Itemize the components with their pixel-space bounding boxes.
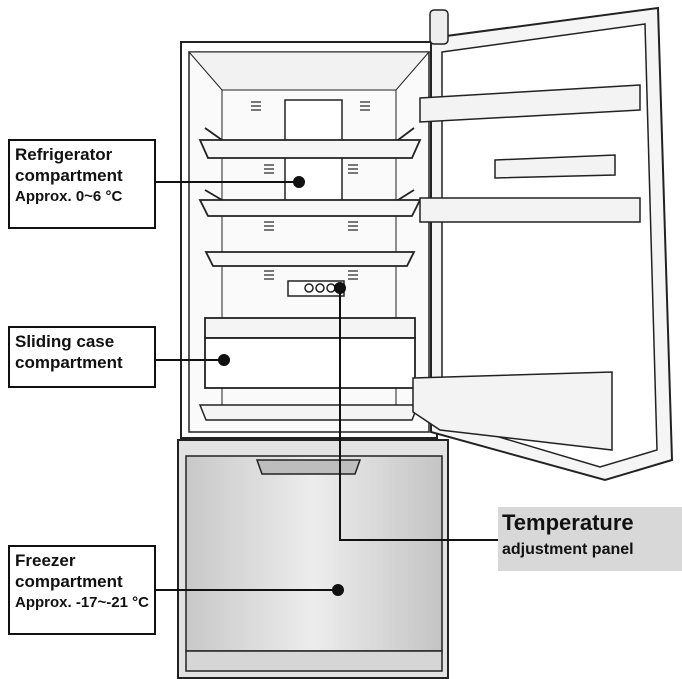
- leader-temperature: [339, 288, 498, 541]
- freezer-label-line1: Freezer: [15, 551, 76, 570]
- interior-ceiling: [187, 51, 431, 91]
- freezer-handle: [255, 459, 362, 475]
- freezer-drawer: [177, 439, 449, 679]
- vent-marks: [251, 101, 370, 280]
- door-bin-2: [494, 154, 616, 179]
- fridge-door: [412, 6, 674, 482]
- door-bin-3: [419, 197, 641, 223]
- fridge-label-line1: Refrigerator: [15, 145, 113, 164]
- fridge-label-line3: Approx. 0~6 °C: [15, 188, 123, 205]
- refrigerator-compartment-label: Refrigerator compartment Approx. 0~6 °C: [8, 139, 156, 229]
- shelf-2: [198, 199, 422, 217]
- dot-sliding: [218, 354, 230, 366]
- temperature-panel-label: Temperature adjustment panel: [498, 507, 682, 571]
- leader-lines: [156, 176, 498, 596]
- freezer-base: [185, 650, 443, 672]
- sliding-case-label: Sliding case compartment: [8, 326, 156, 388]
- door-bin-bottom: [412, 371, 613, 451]
- freezer-compartment-label: Freezer compartment Approx. -17~-21 °C: [8, 545, 156, 635]
- shelf-1: [198, 139, 422, 159]
- door-hinge: [429, 9, 449, 45]
- freezer-label-line3: Approx. -17~-21 °C: [15, 594, 149, 611]
- bottom-tray: [198, 404, 420, 421]
- door-inner: [441, 23, 658, 468]
- sliding-label-line2: compartment: [15, 353, 123, 372]
- temperature-label-line2: adjustment panel: [502, 541, 634, 558]
- temperature-panel: [287, 280, 345, 297]
- sliding-case: [204, 317, 416, 389]
- sliding-label-line1: Sliding case: [15, 332, 115, 351]
- dot-temperature: [334, 282, 346, 294]
- freezer-front: [185, 455, 443, 652]
- dot-freezer: [332, 584, 344, 596]
- dot-fridge: [293, 176, 305, 188]
- shelf-3: [204, 251, 416, 267]
- shelves: [198, 127, 422, 267]
- freezer-label-line2: compartment: [15, 572, 123, 591]
- temperature-label-line1: Temperature: [502, 510, 634, 535]
- fridge-label-line2: compartment: [15, 166, 123, 185]
- door-bin-1: [419, 84, 641, 123]
- fridge-cabinet: [180, 41, 438, 439]
